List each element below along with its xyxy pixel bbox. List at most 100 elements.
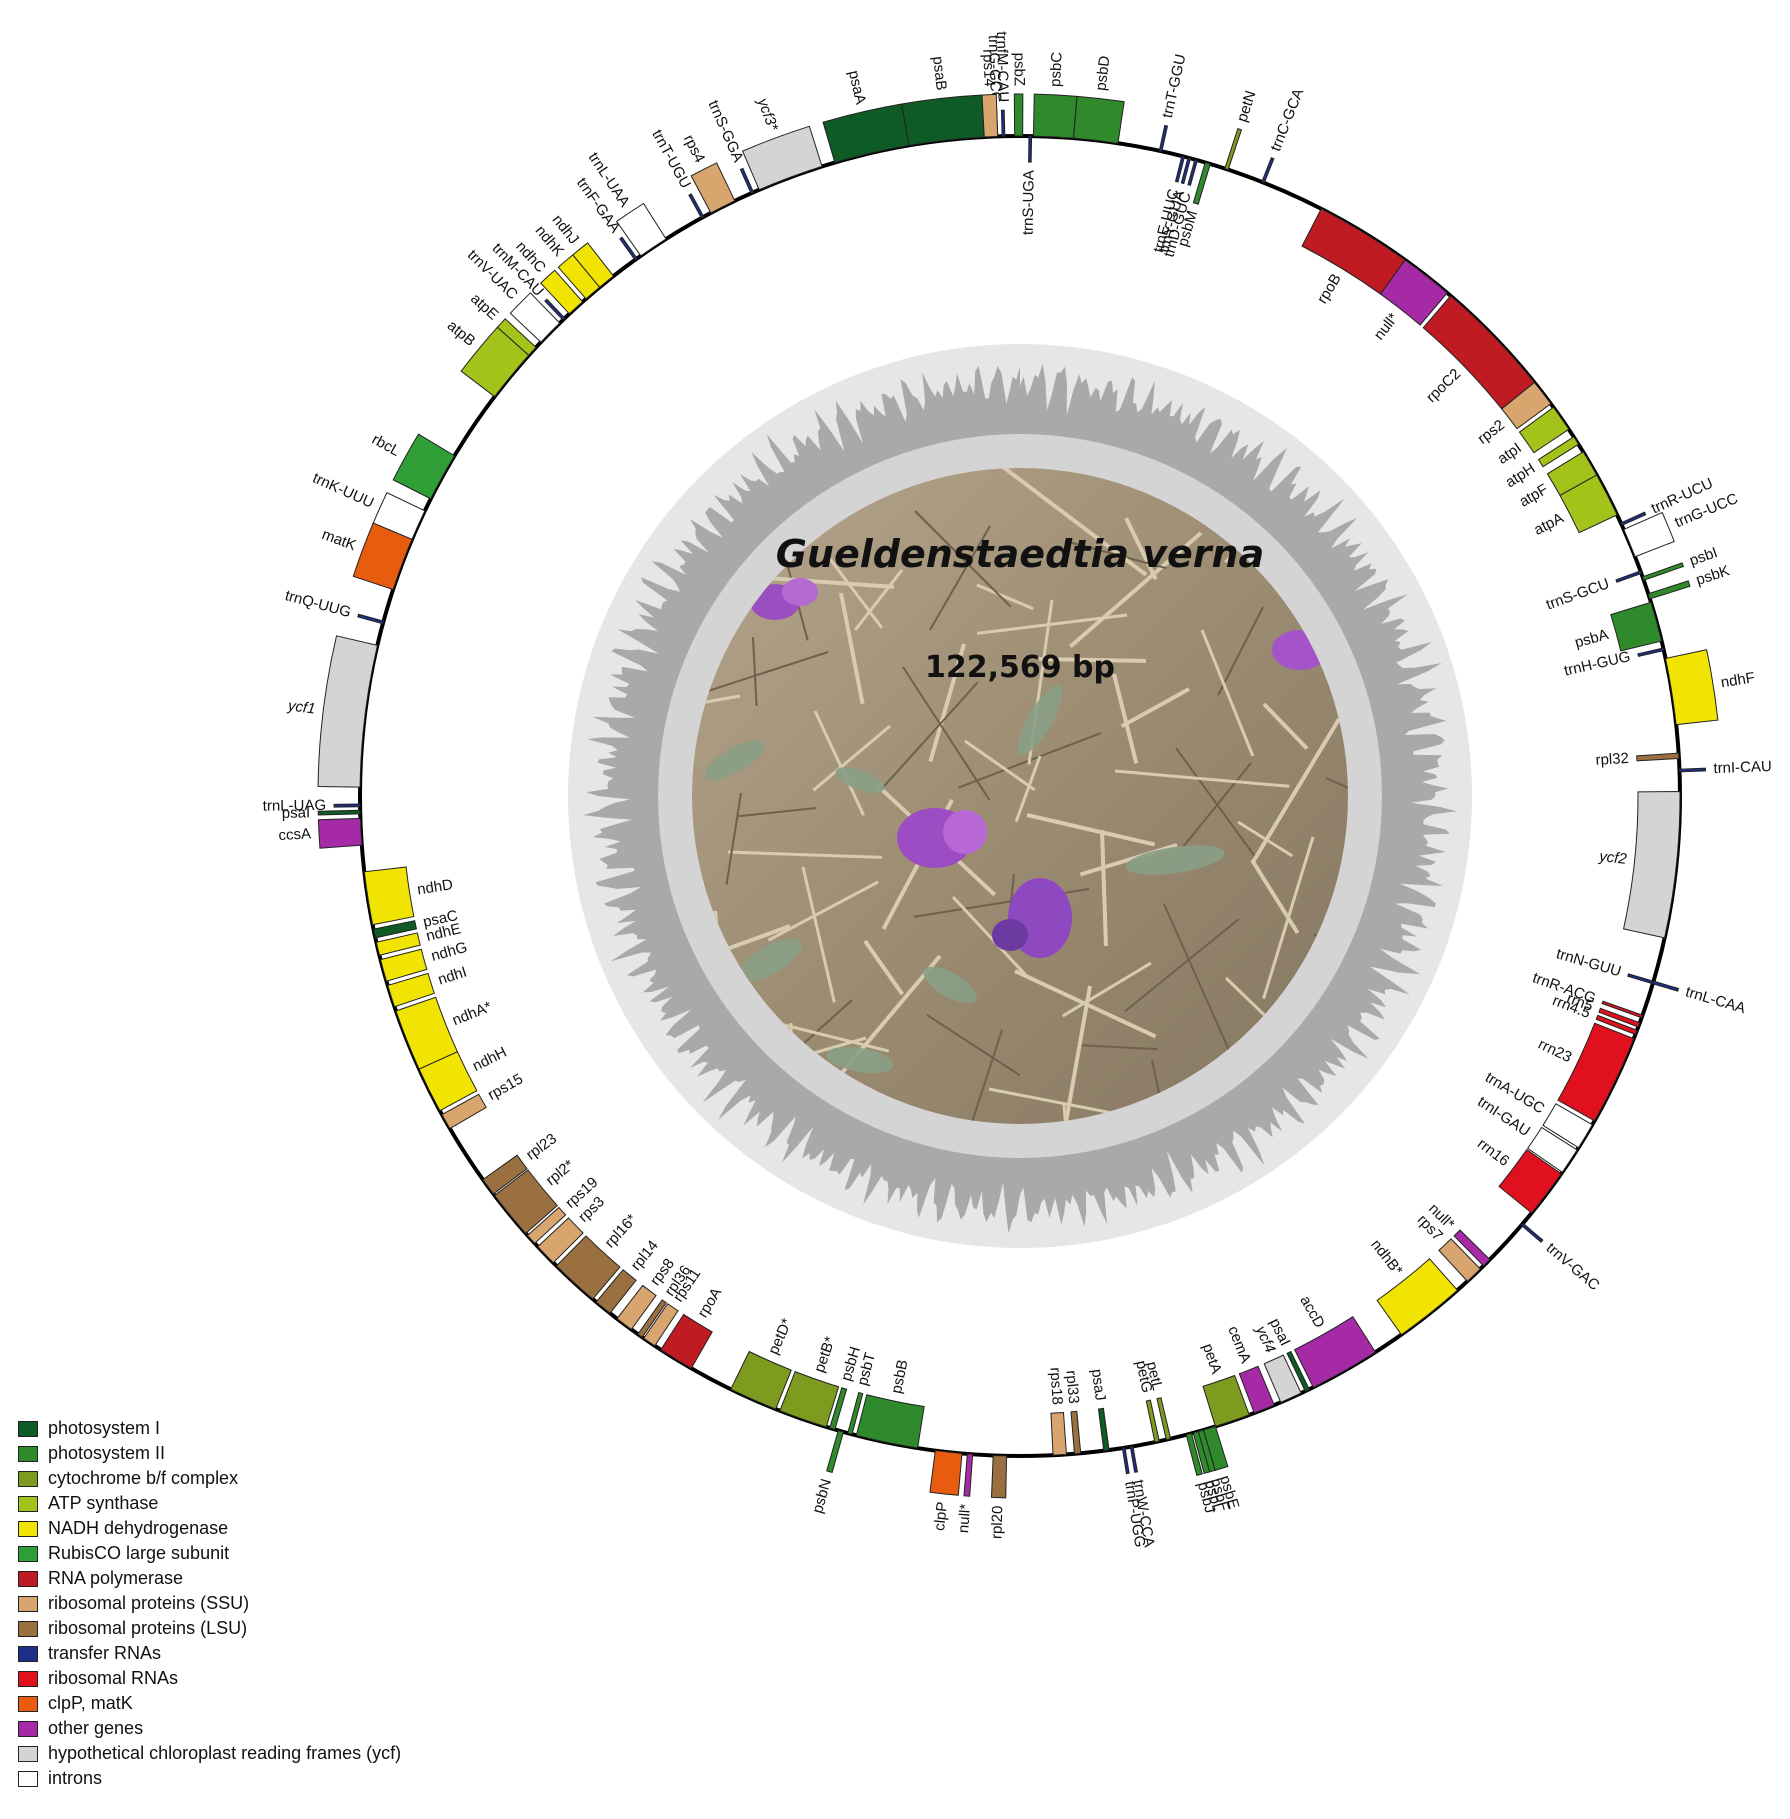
gene-block: [1286, 1350, 1310, 1392]
gene-label: psbN: [809, 1477, 835, 1515]
gene-label: atpB: [444, 317, 479, 350]
grass-stroke: [951, 895, 1029, 978]
legend-swatch: [18, 1520, 38, 1537]
gene-block: [929, 1449, 963, 1496]
gene-block: [375, 932, 421, 956]
gene-block: [1050, 1411, 1067, 1456]
gene-label: psaB: [929, 55, 950, 91]
gene-block: [572, 242, 615, 288]
legend-label: hypothetical chloroplast reading frames …: [48, 1743, 402, 1763]
gene-label: rps14: [979, 49, 998, 87]
gene-label: trnfM-CAU: [993, 31, 1012, 102]
gene-label: null*: [955, 1503, 974, 1534]
gene-label: rps2: [1474, 416, 1507, 447]
legend-swatch: [18, 1470, 38, 1487]
legend-label: ribosomal proteins (LSU): [48, 1618, 248, 1638]
legend-label: NADH dehydrogenase: [48, 1518, 229, 1538]
gene-block: [1438, 1238, 1482, 1282]
gene-block: [1158, 124, 1169, 153]
gene-label: ndhD: [416, 876, 454, 898]
gene-block: [441, 1093, 487, 1130]
gene-label: rpl32: [1595, 750, 1629, 769]
legend-swatch: [18, 1620, 38, 1637]
grass-stroke: [1124, 517, 1158, 580]
gene-block: [1557, 1022, 1635, 1122]
gene-label: rrn23: [1535, 1036, 1574, 1066]
grass-stroke: [1112, 673, 1139, 764]
legend-label: introns: [48, 1768, 103, 1788]
gene-block: [1627, 973, 1655, 985]
grass-stroke: [1069, 531, 1203, 649]
gene-block: [779, 1370, 840, 1428]
gene-block: [1678, 767, 1707, 773]
gene-label: matK: [320, 526, 359, 554]
gene-label: petG: [1132, 1359, 1155, 1394]
legend-swatch: [18, 1670, 38, 1687]
genome-size-label: 122,569 bp: [924, 650, 1116, 685]
legend-swatch: [18, 1745, 38, 1762]
grass-stroke: [1262, 702, 1309, 750]
grass-stroke: [752, 636, 758, 706]
gene-block: [1610, 601, 1663, 652]
gene-block: [387, 972, 435, 1008]
gene-block: [1641, 562, 1685, 581]
grass-stroke: [928, 643, 966, 762]
grass-stroke: [1251, 717, 1341, 864]
gene-label: atpI: [1495, 439, 1525, 467]
grass-stroke: [964, 739, 1036, 792]
grass-stroke: [863, 939, 904, 996]
grass-stroke: [1217, 606, 1264, 696]
gene-block: [1097, 1407, 1110, 1452]
gene-block: [1192, 1430, 1211, 1475]
legend-item: photosystem I: [18, 1416, 538, 1441]
gene-label: petB*: [811, 1334, 839, 1374]
grass-stroke: [1076, 1044, 1158, 1051]
legend-label: clpP, matK: [48, 1693, 133, 1713]
grass-stroke: [801, 866, 836, 1003]
gene-block: [1261, 157, 1275, 184]
legend-item: transfer RNAs: [18, 1641, 538, 1666]
grass-stroke: [914, 510, 1012, 608]
gene-block: [1185, 1432, 1203, 1476]
grass-stroke: [976, 583, 1034, 611]
grass-stroke: [1064, 540, 1167, 570]
legend-swatch: [18, 1720, 38, 1737]
gene-block: [395, 996, 459, 1070]
gene-label: rpoA: [694, 1285, 725, 1321]
gene-block: [1224, 128, 1243, 171]
gene-block: [1376, 1258, 1459, 1336]
gene-label: trnS-GCU: [1544, 575, 1612, 613]
gene-block: [1537, 436, 1580, 468]
gene-block: [1379, 259, 1448, 326]
legend-item: RNA polymerase: [18, 1566, 538, 1591]
gene-label: rpl2*: [543, 1156, 578, 1189]
gene-block: [901, 94, 985, 147]
grass-stroke: [971, 1029, 1003, 1122]
grass-stroke: [813, 710, 865, 816]
gene-label: trnC-GCA: [1267, 86, 1307, 153]
gene-block: [372, 920, 418, 939]
legend-swatch: [18, 1695, 38, 1712]
grass-stroke: [1200, 629, 1255, 757]
gene-block: [544, 298, 566, 321]
grass-stroke: [1114, 769, 1290, 788]
gene-block: [1187, 158, 1199, 186]
gene-label: ndhF: [1720, 669, 1756, 691]
gene-label: ndhA*: [450, 998, 494, 1029]
gene-label: ndhH: [470, 1044, 510, 1075]
gene-block: [619, 236, 638, 261]
gene-label: trnH-GUG: [1562, 648, 1632, 680]
gene-label: petA: [1199, 1341, 1225, 1376]
grass-stroke: [1063, 985, 1092, 1124]
gene-block: [496, 318, 537, 356]
gene-block: [1013, 93, 1024, 137]
grass-stroke: [880, 681, 979, 790]
gene-label: trnT-GGU: [1159, 52, 1189, 119]
gene-label: ccsA: [278, 825, 311, 844]
gene-label: rps4: [680, 132, 708, 166]
gene-label: ndhB*: [1367, 1236, 1406, 1279]
gene-label: psbC: [1047, 51, 1066, 87]
grass-stroke: [1100, 829, 1108, 946]
legend-swatch: [18, 1445, 38, 1462]
